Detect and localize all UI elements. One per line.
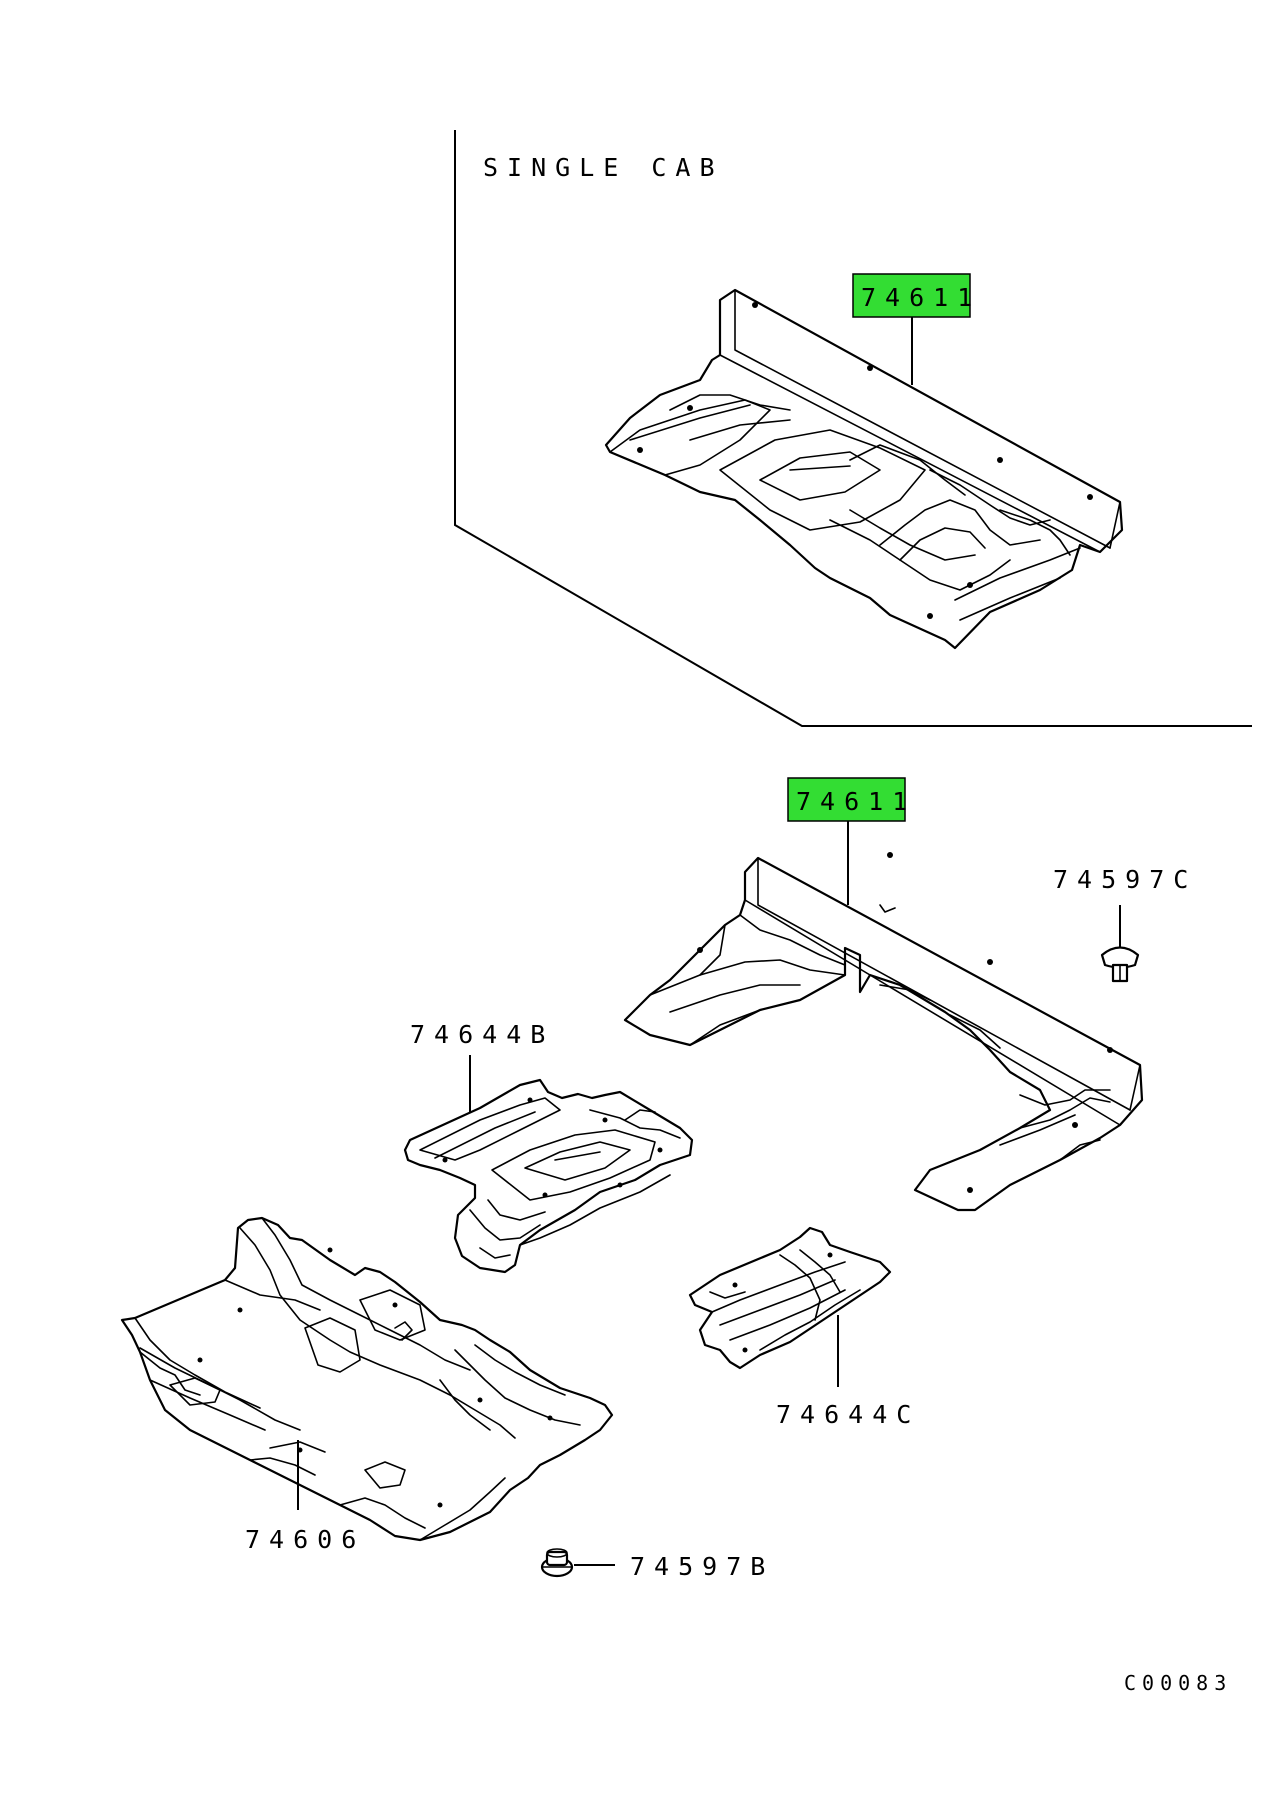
lower-74611-highlight — [787, 777, 906, 822]
lower-rear-floor-panel[interactable] — [623, 852, 1144, 1212]
upper-74611-label[interactable]: 74611 — [861, 283, 981, 312]
diagram-code: C00083 — [1124, 1671, 1232, 1695]
single-cab-label: SINGLE CAB — [483, 153, 724, 182]
lower-74611-label[interactable]: 74611 — [796, 787, 916, 816]
floor-pan-c[interactable] — [688, 1226, 892, 1370]
upper-rear-floor-panel[interactable] — [604, 288, 1124, 650]
floor-pan-c-label[interactable]: 74644C — [776, 1400, 920, 1429]
single-cab-inset-border — [454, 130, 1252, 727]
clip-c-label[interactable]: 74597C — [1053, 865, 1197, 894]
floor-pan-b[interactable] — [403, 1078, 694, 1274]
floor-pan-b-label[interactable]: 74644B — [410, 1020, 554, 1049]
clip-b-icon — [540, 1548, 574, 1578]
front-floor-panel[interactable] — [120, 1216, 614, 1542]
clip-c-icon — [1100, 946, 1140, 983]
clip-b-label[interactable]: 74597B — [630, 1552, 774, 1581]
front-floor-label[interactable]: 74606 — [245, 1525, 365, 1554]
